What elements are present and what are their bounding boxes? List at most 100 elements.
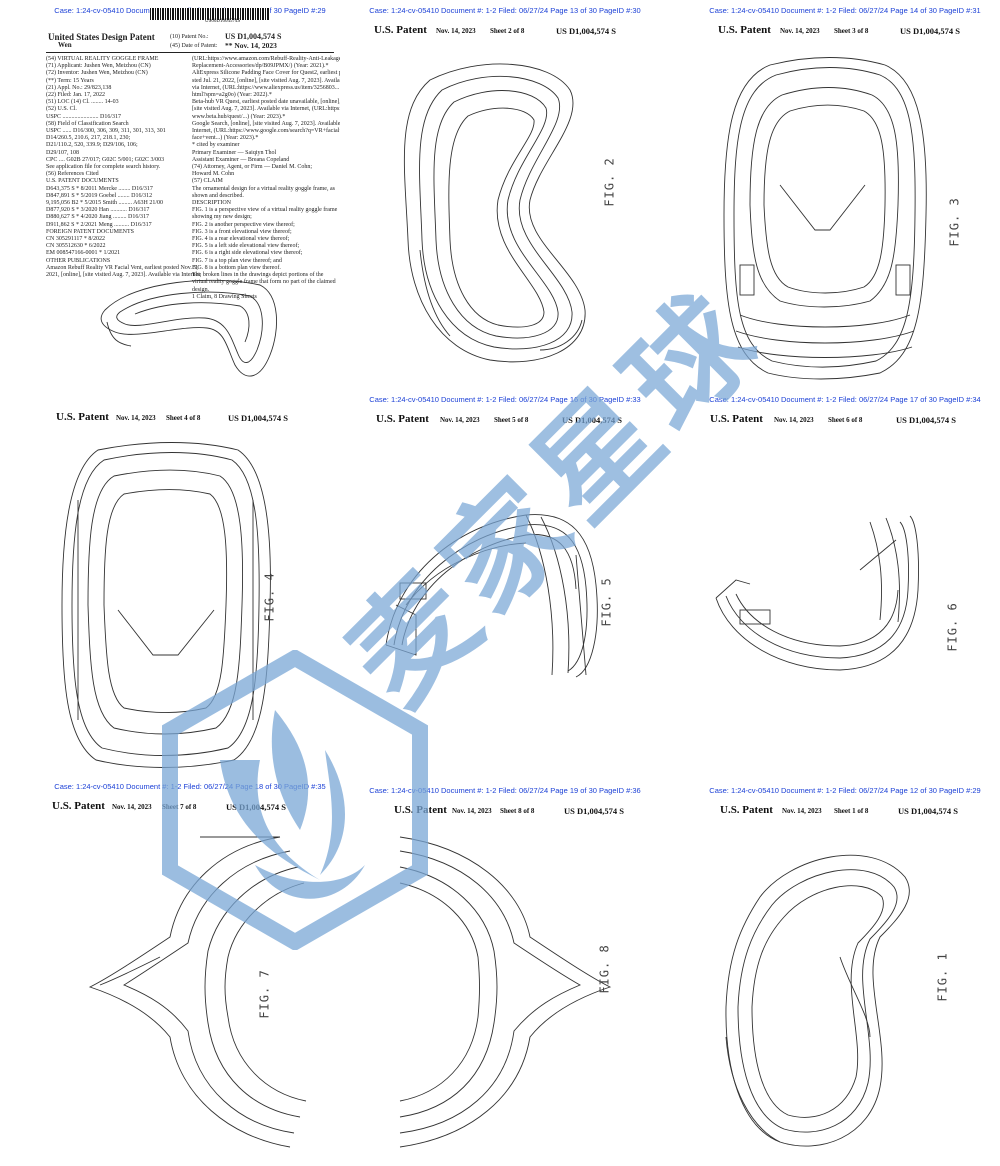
us-patent-label: U.S. Patent: [52, 800, 105, 812]
front-page-line: virtual reality goggle frame that form n…: [192, 279, 336, 286]
patent-number: US D1,004,574 S: [225, 32, 282, 41]
front-page-line: CN 305291117 * 8/2022: [46, 236, 106, 243]
patent-date: Nov. 14, 2023: [112, 803, 152, 811]
fig-2-drawing: [403, 63, 586, 363]
patent-number: US D1,004,574 S: [564, 806, 624, 816]
front-page-line: D880,627 S * 4/2020 Jiang ......... D16/…: [46, 214, 150, 221]
us-patent-label: U.S. Patent: [720, 804, 773, 816]
front-page-line: 1 Claim, 8 Drawing Sheets: [192, 293, 257, 300]
front-page-line: FIG. 3 is a front elevational view there…: [192, 228, 292, 235]
patent-date: Nov. 14, 2023: [774, 416, 814, 424]
divider: [46, 52, 334, 53]
front-page-line: (**) Term: 15 Years: [46, 77, 94, 84]
case-line: Case: 1:24-cv-05410 Document #: 1-2 File…: [709, 6, 981, 15]
patent-date: Nov. 14, 2023: [780, 27, 820, 35]
case-line: Case: 1:24-cv-05410 Document #: 1-2 File…: [369, 6, 641, 15]
us-patent-label: U.S. Patent: [710, 413, 763, 425]
patent-number: US D1,004,574 S: [556, 26, 616, 36]
front-page-sheet: Case: 1:24-cv-05410 Document #: 1-2 File…: [40, 0, 340, 390]
case-line: Case: 1:24-cv-05410 Document #: 1-2 File…: [709, 395, 981, 404]
us-patent-label: U.S. Patent: [374, 24, 427, 36]
case-line: Case: 1:24-cv-05410 Document #: 1-2 File…: [369, 786, 641, 795]
front-page-line: Replacement-Accessories/dp/B09JPMX/) (Ye…: [192, 63, 329, 70]
barcode-text: US00D1004574S: [205, 19, 241, 24]
fig-7-drawing: [88, 836, 307, 1148]
patent-date: Nov. 14, 2023: [452, 807, 492, 815]
patent-date: Nov. 14, 2023: [116, 414, 156, 422]
fig-3-drawing: [723, 57, 927, 380]
front-page-line: FIG. 1 is a perspective view of a virtua…: [192, 207, 338, 214]
sheet-1: Case: 1:24-cv-05410 Document #: 1-2 File…: [700, 782, 990, 1166]
front-page-line: html?spm=a2g0o) (Year: 2022).*: [192, 92, 272, 99]
case-line: Case: 1:24-cv-05410 Document #: 1-2 File…: [709, 786, 981, 795]
front-page-line: face+vent...) (Year: 2023).*: [192, 135, 259, 142]
sheet-label: Sheet 2 of 8: [490, 27, 525, 35]
right-column: (URL:https://www.amazon.com/Rebuff-Reali…: [192, 56, 340, 301]
front-page-line: design.: [192, 286, 210, 293]
patent-number-label: (10) Patent No.:: [170, 34, 209, 40]
patent-date-label: (45) Date of Patent:: [170, 43, 218, 49]
front-page-line: FIG. 5 is a left side elevational view t…: [192, 243, 300, 250]
front-page-line: Internet, (URL:https://www.google.com/se…: [192, 128, 340, 135]
front-page-line: [site visited Aug. 7, 2023]. Available v…: [192, 106, 340, 113]
front-page-line: D21/110.2, 520, 339.9; D29/106, 106;: [46, 142, 138, 149]
sheet-6: Case: 1:24-cv-05410 Document #: 1-2 File…: [700, 395, 990, 785]
patent-number: US D1,004,574 S: [562, 415, 622, 425]
front-page-line: D643,375 S * 8/2011 Mercke ........ D16/…: [46, 185, 153, 192]
front-page-line: showing my new design;: [192, 214, 252, 221]
us-patent-label: U.S. Patent: [718, 24, 771, 36]
patent-date: ** Nov. 14, 2023: [225, 41, 277, 50]
front-page-line: Google Search, [online], [site visited A…: [192, 120, 340, 127]
front-page-line: D14/260.5, 210.6, 217, 218.1, 230;: [46, 135, 131, 142]
front-page-line: (54) VIRTUAL REALITY GOGGLE FRAME: [46, 56, 159, 62]
front-page-line: sted Jul. 21, 2022, [online], [site visi…: [192, 77, 340, 84]
front-page-line: (74) Attorney, Agent, or Firm — Daniel M…: [192, 164, 313, 171]
front-page-line: U.S. PATENT DOCUMENTS: [46, 178, 119, 185]
figure-label: FIG. 1: [935, 952, 950, 1002]
barcode: [150, 8, 270, 20]
front-page-line: The broken lines in the drawings depict …: [192, 272, 324, 279]
us-patent-label: U.S. Patent: [394, 804, 447, 816]
front-page-line: 9,195,056 B2 * 5/2015 Smith ......... A6…: [46, 200, 164, 207]
front-page-line: FIG. 7 is a top plan view thereof; and: [192, 257, 282, 264]
front-page-line: Assistant Examiner — Breana Copeland: [192, 156, 290, 163]
front-page-line: (21) Appl. No.: 29/823,138: [46, 84, 112, 91]
patent-date: Nov. 14, 2023: [782, 807, 822, 815]
sheet-8: Case: 1:24-cv-05410 Document #: 1-2 File…: [360, 782, 650, 1166]
front-page-line: FIG. 2 is another perspective view there…: [192, 221, 295, 228]
front-page-line: FIG. 6 is a right side elevational view …: [192, 250, 303, 257]
case-line: Case: 1:24-cv-05410 Document #: 1-2 File…: [369, 395, 641, 404]
sheet-label: Sheet 7 of 8: [162, 803, 197, 811]
front-page-line: FIG. 4 is a rear elevational view thereo…: [192, 236, 290, 243]
fig-8-drawing: [399, 836, 612, 1148]
inventor-name: Wen: [58, 41, 72, 49]
front-page-line: (71) Applicant: Jushen Wen, Meizhou (CN): [46, 63, 151, 70]
front-page-line: 2021, [online], [site visited Aug. 7, 20…: [46, 272, 202, 279]
front-page-line: D911,862 S * 2/2021 Meng .......... D16/…: [46, 221, 152, 228]
patent-number: US D1,004,574 S: [228, 413, 288, 423]
front-page-line: FOREIGN PATENT DOCUMENTS: [46, 228, 135, 235]
patent-date: Nov. 14, 2023: [436, 27, 476, 35]
sheet-4: U.S. Patent Nov. 14, 2023 Sheet 4 of 8 U…: [40, 395, 340, 785]
front-page-line: D29/107, 108: [46, 149, 79, 156]
front-page-line: shown and described.: [192, 192, 244, 199]
sheet-label: Sheet 1 of 8: [834, 807, 869, 815]
sheet-label: Sheet 8 of 8: [500, 807, 535, 815]
sheet-3: Case: 1:24-cv-05410 Document #: 1-2 File…: [700, 0, 990, 390]
sheet-label: Sheet 6 of 8: [828, 416, 863, 424]
patent-title: United States Design Patent: [48, 32, 155, 42]
front-page-line: USPC ...... D16/300, 306, 309, 311, 301,…: [46, 128, 166, 135]
figure-label: FIG. 7: [257, 969, 272, 1019]
us-patent-label: U.S. Patent: [56, 411, 109, 423]
figure-label: FIG. 4: [262, 572, 277, 622]
patent-number: US D1,004,574 S: [896, 415, 956, 425]
front-page-line: CN 305512630 * 6/2022: [46, 243, 106, 250]
front-page-line: AliExpress Silicone Padding Face Cover f…: [192, 70, 340, 77]
sheet-label: Sheet 5 of 8: [494, 416, 529, 424]
case-line: Case: 1:24-cv-05410 Document #: 1-2 File…: [54, 782, 326, 791]
front-page-line: (URL:https://www.amazon.com/Rebuff-Reali…: [192, 56, 340, 62]
sheet-7: Case: 1:24-cv-05410 Document #: 1-2 File…: [40, 782, 340, 1166]
fig-1-thumbnail: [100, 279, 278, 377]
front-page-line: via Internet, (URL:https://www.aliexpres…: [192, 84, 340, 91]
front-page-line: D877,920 S * 3/2020 Han ........... D16/…: [46, 207, 150, 214]
